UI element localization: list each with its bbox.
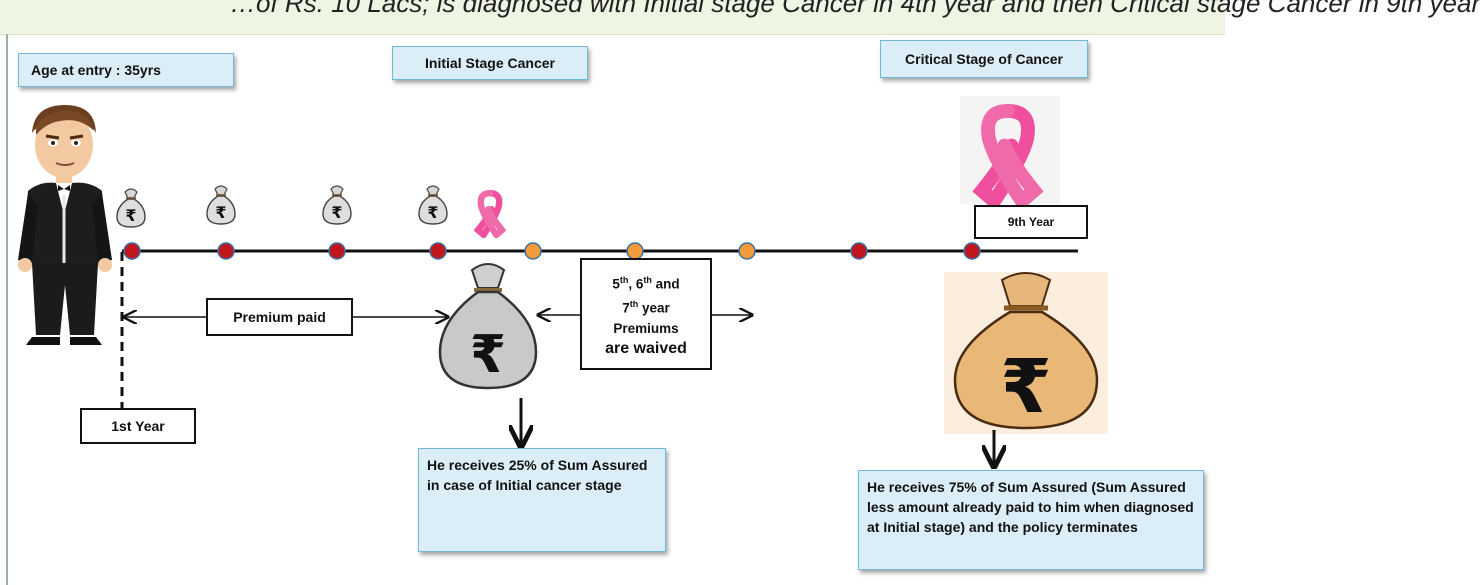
final-payout-bag-icon: ₹ — [953, 272, 1099, 430]
header-band: …of Rs. 10 Lacs; is diagnosed with Initi… — [0, 0, 1480, 35]
left-rule — [6, 34, 8, 585]
timeline-dot-paid — [850, 242, 868, 260]
initial-stage-label: Initial Stage Cancer — [392, 46, 588, 80]
initial-benefit-note: He receives 25% of Sum Assured in case o… — [418, 448, 666, 552]
money-bag-icon — [322, 185, 352, 225]
waived-line-4: are waived — [605, 339, 687, 357]
premium-paid-label: Premium paid — [206, 298, 353, 336]
cancer-ribbon-icon — [478, 193, 502, 235]
timeline-dot-waived — [524, 242, 542, 260]
timeline-dot-paid — [963, 242, 981, 260]
money-bag-icon — [418, 185, 448, 225]
waived-line-2: 7th year — [622, 299, 670, 316]
ninth-year-label: 9th Year — [974, 205, 1088, 239]
header-text: …of Rs. 10 Lacs; is diagnosed with Initi… — [230, 0, 1480, 18]
money-bag-icon — [206, 185, 236, 225]
money-bag-icon — [116, 188, 146, 228]
person-icon — [18, 105, 112, 345]
sum-assured-bag-icon: ₹ — [438, 263, 538, 390]
svg-text:₹: ₹ — [470, 325, 506, 385]
timeline-dot-waived — [626, 242, 644, 260]
critical-stage-label: Critical Stage of Cancer — [880, 40, 1088, 78]
timeline-dot-paid — [123, 242, 141, 260]
critical-benefit-note: He receives 75% of Sum Assured (Sum Assu… — [858, 470, 1204, 570]
waived-line-1: 5th, 6th and — [612, 274, 680, 292]
waived-premiums-box: 5th, 6th and 7th year Premiums are waive… — [580, 258, 712, 370]
first-year-label: 1st Year — [80, 408, 196, 444]
timeline-dot-waived — [738, 242, 756, 260]
waived-line-3: Premiums — [613, 320, 679, 336]
timeline-dot-paid — [217, 242, 235, 260]
timeline-dot-paid — [328, 242, 346, 260]
svg-text:₹: ₹ — [1000, 344, 1052, 430]
timeline-dot-paid — [429, 242, 447, 260]
age-at-entry-label: Age at entry : 35yrs — [18, 53, 234, 87]
